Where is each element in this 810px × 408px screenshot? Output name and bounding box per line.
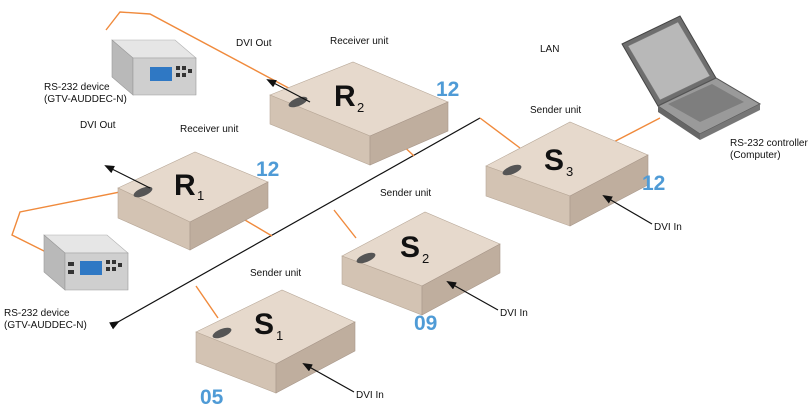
dvi-out-label-r2: DVI Out xyxy=(236,38,272,49)
dvi-out-label-r1: DVI Out xyxy=(80,120,116,131)
dvi-out-arrow-r2 xyxy=(266,79,311,103)
dvi-in-arrow-s2 xyxy=(446,281,499,311)
signal-arrows xyxy=(104,79,653,393)
unit-number-r2: 12 xyxy=(436,78,459,101)
cable-s2-lan xyxy=(333,209,357,239)
receiver-unit-r1: R 1 xyxy=(117,151,269,251)
labels: LAN RS-232 device (GTV-AUDDEC-N) DVI Out… xyxy=(4,36,808,401)
sender-unit-s2: S 2 xyxy=(341,211,501,316)
sender-unit-s1: S 1 xyxy=(195,289,356,394)
unit-number-s1: 05 xyxy=(200,386,224,408)
sender-unit-label-s1: Sender unit xyxy=(250,268,301,279)
unit-letter: S xyxy=(400,231,420,264)
unit-letter: R xyxy=(174,169,196,202)
dvi-in-label-s3: DVI In xyxy=(654,222,682,233)
unit-index: 2 xyxy=(357,100,364,115)
unit-number-s2: 09 xyxy=(414,312,437,335)
unit-index: 1 xyxy=(197,188,204,203)
sender-unit-s3: S 3 xyxy=(485,121,649,227)
dvi-in-label-s2: DVI In xyxy=(500,308,528,319)
rs232-controller-label: RS-232 controller xyxy=(730,138,808,149)
unit-letter: S xyxy=(544,144,564,177)
device-display xyxy=(150,67,172,81)
cable-r2-device xyxy=(105,11,297,93)
lan-label: LAN xyxy=(540,44,559,55)
unit-number-s3: 12 xyxy=(642,172,665,195)
cable-r1-device xyxy=(11,187,141,253)
receiver-unit-label-r1: Receiver unit xyxy=(180,124,239,135)
dvi-in-arrow-s3 xyxy=(602,194,653,225)
unit-letter: S xyxy=(254,308,274,341)
rs232-device-bottom-label-sub: (GTV-AUDDEC-N) xyxy=(4,320,87,331)
laptop-computer xyxy=(621,15,762,140)
rs232-device-top-label-sub: (GTV-AUDDEC-N) xyxy=(44,94,127,105)
sender-unit-label-s3: Sender unit xyxy=(530,105,581,116)
dvi-in-arrow-s1 xyxy=(302,363,355,393)
rs232-device-bottom-label: RS-232 device xyxy=(4,308,70,319)
cable-s1-lan xyxy=(195,285,219,319)
unit-index: 1 xyxy=(276,328,283,343)
sender-unit-label-s2: Sender unit xyxy=(380,188,431,199)
rs232-device-bottom xyxy=(43,234,129,291)
rs232-controller-label-sub: (Computer) xyxy=(730,150,781,161)
dvi-in-label-s1: DVI In xyxy=(356,390,384,401)
rs232-device-top xyxy=(111,39,197,96)
device-display xyxy=(80,261,102,275)
unit-number-r1: 12 xyxy=(256,158,279,181)
dvi-out-arrow-r1 xyxy=(104,165,151,189)
unit-letter: R xyxy=(334,80,356,113)
unit-index: 2 xyxy=(422,251,429,266)
receiver-unit-r2: R 2 xyxy=(269,61,449,166)
lan-backbone xyxy=(109,117,521,330)
rs232-device-top-label: RS-232 device xyxy=(44,82,110,93)
receiver-unit-label-r2: Receiver unit xyxy=(330,36,389,47)
unit-index: 3 xyxy=(566,164,573,179)
unit-numbers: 12 12 12 09 05 xyxy=(200,78,665,408)
